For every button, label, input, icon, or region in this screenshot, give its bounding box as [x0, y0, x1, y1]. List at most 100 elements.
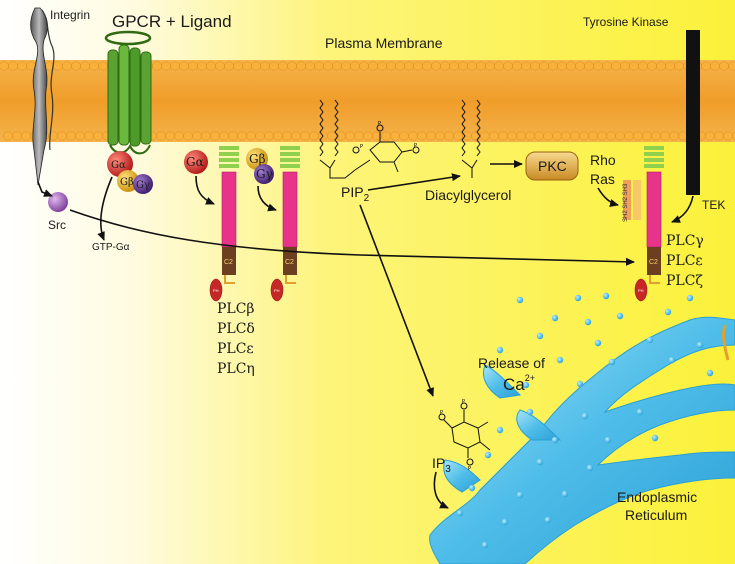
calcium-ion: [516, 296, 524, 304]
ef-hand-domain: [219, 158, 239, 162]
calcium-ion: [686, 294, 694, 302]
calcium-ion: [501, 518, 509, 526]
calcium-ion: [574, 294, 582, 302]
lipid-head: [476, 61, 486, 71]
lipid-head: [210, 131, 220, 141]
lipid-head: [480, 131, 490, 141]
ph-domain: [270, 278, 284, 302]
lipid-head: [255, 131, 265, 141]
calcium-ion: [516, 491, 524, 499]
src-label: Src: [48, 218, 66, 232]
lipid-head: [467, 61, 477, 71]
tek-label: TEK: [702, 198, 725, 212]
lipid-head: [156, 131, 166, 141]
pkc-label: PKC: [538, 158, 567, 174]
calcium-ion: [551, 436, 559, 444]
lipid-head: [174, 131, 184, 141]
ef-hand-domain: [280, 158, 300, 162]
calcium-ion: [456, 509, 464, 517]
calcium-ion: [522, 381, 530, 389]
catalytic-domain: [221, 171, 237, 248]
lipid-head: [633, 131, 643, 141]
ef-hand-domain: [280, 164, 300, 168]
lipid-head: [660, 131, 670, 141]
lipid-head: [381, 131, 391, 141]
diacylglycerol-molecule: [461, 99, 481, 178]
lipid-head: [264, 131, 274, 141]
lipid-head: [84, 131, 94, 141]
calcium-ion: [551, 314, 559, 322]
lipid-head: [197, 61, 207, 71]
lipid-head: [489, 131, 499, 141]
lipid-head: [503, 61, 513, 71]
plc-right-item: PLCε: [666, 253, 703, 269]
lipid-head: [413, 61, 423, 71]
lipid-head: [449, 61, 459, 71]
lipid-head: [575, 61, 585, 71]
c2-domain-label: C2: [649, 259, 658, 266]
lipid-head: [426, 131, 436, 141]
lipid-head: [606, 131, 616, 141]
er-label-line2: Reticulum: [625, 507, 687, 523]
linker: [285, 275, 296, 284]
lipid-head: [417, 131, 427, 141]
calcium-ion: [576, 380, 584, 388]
gpcr-receptor: [104, 30, 152, 155]
lipid-head: [714, 131, 724, 141]
lipid-head: [93, 131, 103, 141]
calcium-ion: [481, 541, 489, 549]
lipid-head: [215, 61, 225, 71]
c2-domain: [283, 247, 297, 275]
ip3-label: IP3: [432, 455, 451, 475]
calcium-ion: [496, 346, 504, 354]
lipid-head: [579, 131, 589, 141]
calcium-ion: [651, 434, 659, 442]
pip2-to-ip3-arrow: [359, 204, 434, 397]
pip2-label-sub: 2: [364, 193, 370, 204]
lipid-head: [516, 131, 526, 141]
c2-domain: [647, 247, 661, 275]
lipid-head: [458, 61, 468, 71]
lipid-head: [21, 131, 31, 141]
lipid-head: [359, 61, 369, 71]
lipid-head: [498, 131, 508, 141]
lipid-head: [485, 61, 495, 71]
lipid-head: [345, 131, 355, 141]
lipid-head: [552, 131, 562, 141]
calcium-ion: [616, 312, 624, 320]
lipid-head: [75, 131, 85, 141]
catalytic-domain: [646, 171, 662, 248]
lipid-head: [57, 131, 67, 141]
lipid-head: [228, 131, 238, 141]
lipid-head: [710, 61, 720, 71]
lipid-head: [624, 131, 634, 141]
lipid-head: [440, 61, 450, 71]
gpcr-label: GPCR + Ligand: [112, 12, 232, 31]
ph-domain: [209, 278, 223, 302]
linker: [224, 275, 235, 284]
pip2-label-main: PIP: [341, 184, 364, 200]
lipid-head: [471, 131, 481, 141]
plc-left-item: PLCβ: [217, 301, 255, 317]
ef-hand-domain: [644, 164, 664, 168]
sh-domain-label: SH2 SH2 SH3: [623, 183, 629, 222]
plc-isoform-list-left: PLCβ PLCδ PLCε PLCη: [217, 301, 255, 377]
lipid-head: [543, 131, 553, 141]
ph-domain-label: PH: [213, 288, 219, 293]
lipid-head: [246, 131, 256, 141]
lipid-head: [629, 61, 639, 71]
lipid-head: [323, 61, 333, 71]
lipid-head: [206, 61, 216, 71]
calcium-ion: [586, 464, 594, 472]
c2-domain-label: C2: [224, 259, 233, 266]
ggamma-label-left: Gγ: [136, 180, 150, 191]
calcium-ion: [602, 292, 610, 300]
lipid-head: [705, 131, 715, 141]
galpha-to-plc-arrow: [195, 175, 215, 205]
svg-text:P: P: [414, 143, 417, 149]
calcium-ion: [646, 336, 654, 344]
lipid-head: [395, 61, 405, 71]
calcium-ions: [456, 292, 714, 549]
